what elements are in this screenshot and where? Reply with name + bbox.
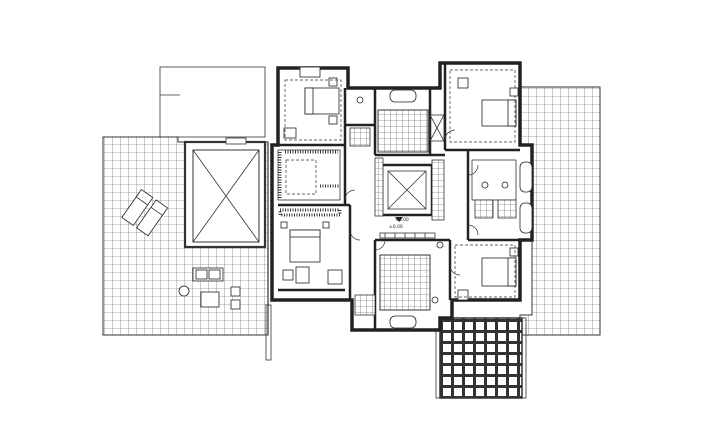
terrace-railing [265, 142, 272, 361]
level-label: +3.00 [395, 217, 409, 223]
left-skylight-void [183, 137, 267, 249]
walk-in-closet-left [277, 149, 341, 201]
bedroom-top-left [283, 66, 342, 141]
central-stair-void [374, 157, 445, 221]
roof-outline-upper-left [159, 66, 266, 138]
bedroom-bottom-right [454, 244, 519, 301]
bedroom-left-middle [278, 208, 343, 285]
hall-balustrade [379, 232, 436, 239]
bedroom-top-right [449, 69, 519, 143]
bathroom-top-center [349, 89, 445, 153]
bathrooms-right [471, 159, 533, 234]
level-label-secondary: ±0.00 [389, 224, 403, 230]
door-swings [344, 129, 479, 276]
terrace-loungers [121, 189, 169, 237]
bathroom-bottom-center [354, 241, 444, 329]
pergola [435, 317, 527, 399]
terrace-sofa-set [178, 267, 241, 310]
level-marker: +3.00 ±0.00 [389, 217, 409, 230]
interior-walls [278, 63, 520, 330]
